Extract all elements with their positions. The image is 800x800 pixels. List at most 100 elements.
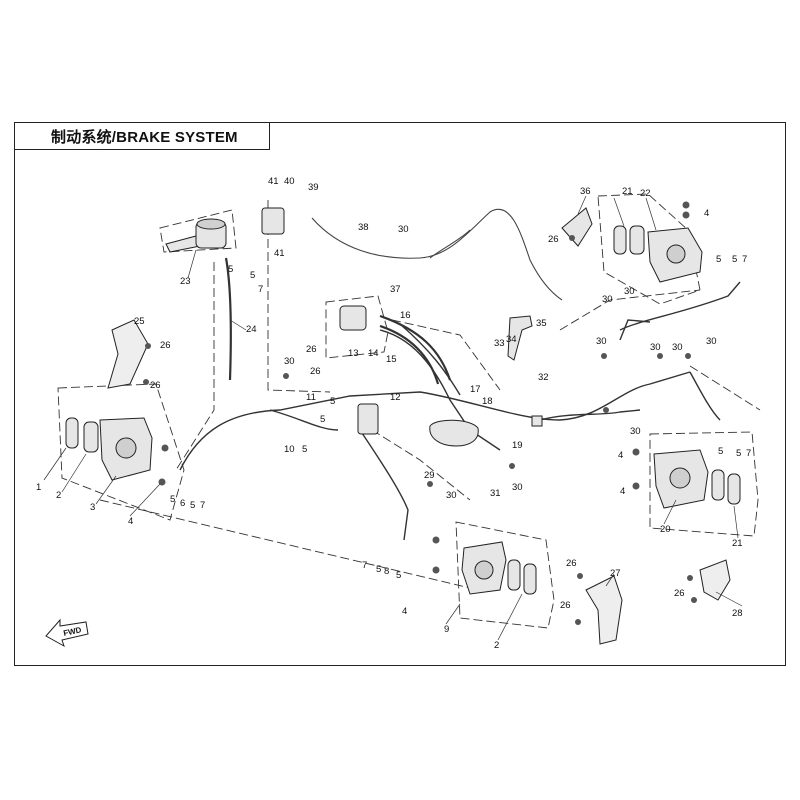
dashed-leader-e [689, 365, 761, 411]
bolt [509, 463, 515, 469]
dashed-leader-a [175, 262, 215, 471]
front-right-caliper-piston [666, 244, 686, 264]
callout-34: 34 [506, 334, 517, 345]
callout-37: 37 [390, 284, 401, 295]
hose-junction-right [531, 415, 543, 427]
callout-30: 30 [630, 426, 641, 437]
brake-line-left-branch [269, 409, 339, 431]
rear-right-caliper-piston [669, 467, 691, 489]
bolt [682, 201, 690, 209]
dashed-leader-b [267, 200, 331, 393]
brake-fluid-reservoir [339, 305, 367, 331]
callout-5: 5 [170, 494, 175, 505]
rear-master-cylinder [429, 419, 479, 447]
callout-5: 5 [396, 570, 401, 581]
callout-7: 7 [362, 560, 367, 571]
brake-line-main [179, 371, 691, 471]
callout-30: 30 [512, 482, 523, 493]
group-outline-front-left-caliper [57, 383, 185, 521]
brake-hose-reservoir [379, 314, 452, 381]
front-left-pad-b [83, 421, 99, 453]
bolt [691, 597, 697, 603]
callout-30: 30 [650, 342, 661, 353]
bolt [601, 353, 607, 359]
callout-38: 38 [358, 222, 369, 233]
callout-22: 22 [640, 188, 651, 199]
brake-switch [261, 207, 285, 235]
callout-30: 30 [446, 490, 457, 501]
callout-26: 26 [560, 600, 571, 611]
group-outline-reservoir [325, 295, 389, 359]
callout-26: 26 [566, 558, 577, 569]
callout-30: 30 [398, 224, 409, 235]
brake-pedal-bracket [507, 315, 533, 361]
callout-30: 30 [596, 336, 607, 347]
callout-4: 4 [620, 486, 625, 497]
callout-26: 26 [150, 380, 161, 391]
bolt [283, 373, 289, 379]
dashed-leader-g [371, 429, 471, 501]
bolt [577, 573, 583, 579]
callout-5: 5 [228, 264, 233, 275]
front-right-pad-b [629, 225, 645, 255]
callout-18: 18 [482, 396, 493, 407]
callout-27: 27 [610, 568, 621, 579]
group-outline-master-cylinder [159, 209, 237, 253]
callout-9: 9 [444, 624, 449, 635]
brake-line-rear [359, 429, 409, 541]
fwd-label: FWD [63, 625, 83, 638]
proportioning-valve [357, 403, 379, 435]
rear-left-caliper-piston [474, 560, 494, 580]
brake-shield-right [561, 207, 593, 247]
brake-shield-left [107, 319, 149, 389]
callout-40: 40 [284, 176, 295, 187]
bolt [603, 407, 609, 413]
callout-10: 10 [284, 444, 295, 455]
callout-30: 30 [672, 342, 683, 353]
callout-5: 5 [320, 414, 325, 425]
brake-line-upper-right [619, 319, 651, 341]
callout-30: 30 [602, 294, 613, 305]
callout-21: 21 [732, 538, 743, 549]
brake-hose-front-left [224, 257, 232, 381]
brake-line-right-rear [689, 371, 721, 421]
callout-5: 5 [330, 396, 335, 407]
bolt [158, 478, 166, 486]
parking-brake-cable [311, 208, 563, 301]
bolt [427, 481, 433, 487]
callout-2: 2 [56, 490, 61, 501]
brake-line-right-front [619, 281, 741, 331]
bolt [161, 444, 169, 452]
callout-14: 14 [368, 348, 379, 359]
rear-bracket-27 [585, 575, 623, 645]
callout-5: 5 [736, 448, 741, 459]
callout-32: 32 [538, 372, 549, 383]
callout-17: 17 [470, 384, 481, 395]
callout-19: 19 [512, 440, 523, 451]
callout-12: 12 [390, 392, 401, 403]
front-right-pad-a [613, 225, 627, 255]
callout-36: 36 [580, 186, 591, 197]
bolt [575, 619, 581, 625]
brake-hose-reservoir-2 [379, 324, 440, 385]
callout-41: 41 [268, 176, 279, 187]
callout-5: 5 [250, 270, 255, 281]
callout-6: 6 [180, 498, 185, 509]
bolt [632, 448, 640, 456]
callout-26: 26 [160, 340, 171, 351]
callout-3: 3 [90, 502, 95, 513]
master-cylinder-cap [196, 218, 226, 230]
dashed-leader-d [559, 289, 701, 331]
callout-7: 7 [200, 500, 205, 511]
callout-4: 4 [402, 606, 407, 617]
diagram-title: 制动系统/BRAKE SYSTEM [14, 122, 270, 150]
dashed-leader-f [391, 319, 501, 391]
front-left-caliper-piston [115, 437, 137, 459]
callout-26: 26 [548, 234, 559, 245]
rear-left-pad-b [523, 563, 537, 595]
callout-24: 24 [246, 324, 257, 335]
callout-13: 13 [348, 348, 359, 359]
brake-line-right-mid [539, 409, 641, 421]
bolt [432, 566, 440, 574]
